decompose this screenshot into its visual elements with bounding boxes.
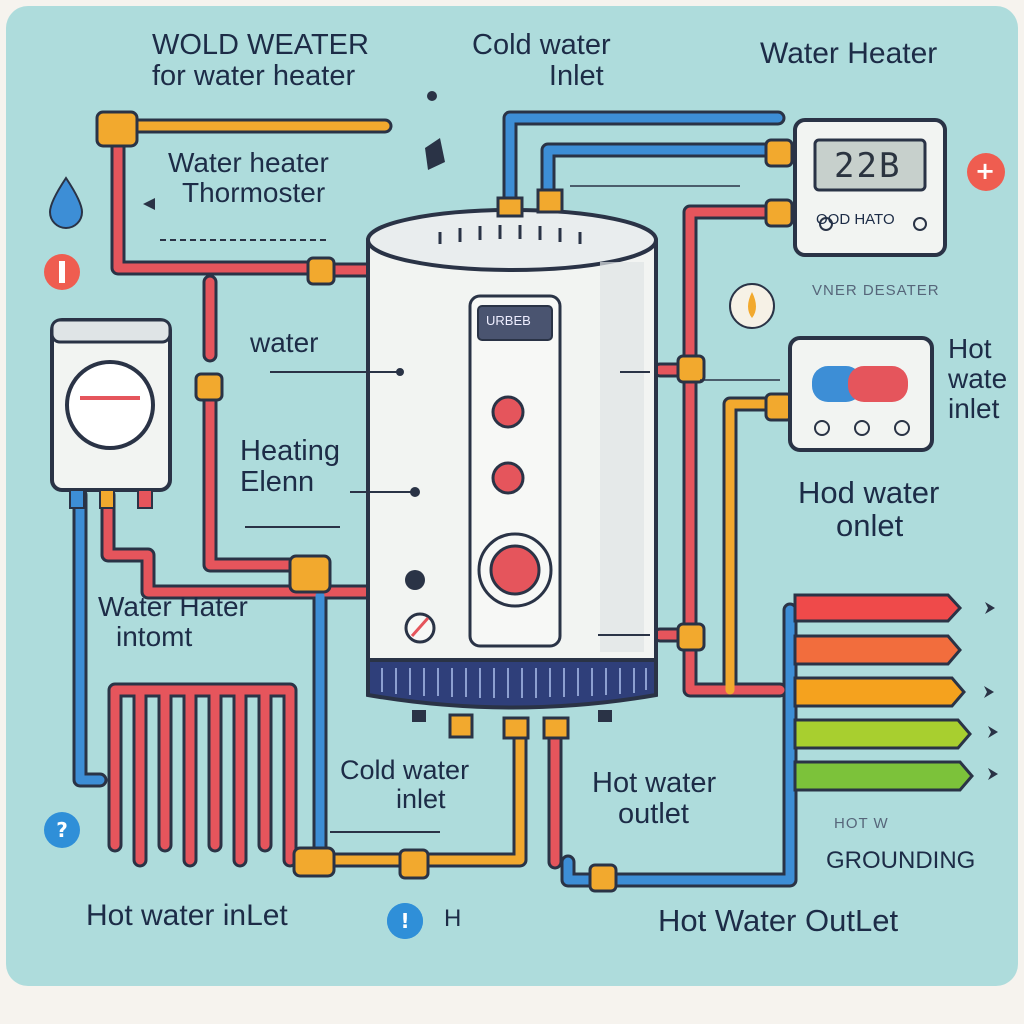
label-line: wate: [948, 363, 1008, 395]
plus-icon: [967, 153, 1005, 191]
label-thermostat: Water heater Thormoster: [168, 147, 329, 209]
label-line: inlet: [396, 784, 446, 815]
temperature-bar: [793, 676, 966, 708]
indicator-button[interactable]: [854, 420, 870, 436]
temperature-bar: [793, 634, 962, 666]
label-line: Water heater: [168, 147, 329, 178]
label-line: Cold water: [472, 29, 611, 61]
lid-vents: [438, 225, 582, 244]
arrow-icon: [985, 602, 995, 614]
label-water-heater-top: Water Heater: [760, 37, 938, 70]
label-line: Hod water: [798, 475, 940, 510]
flame-icon: [729, 283, 775, 329]
label-inner-dezater: VNER DESATER: [812, 282, 940, 299]
tank-base: [366, 658, 658, 710]
warning-badge: !: [387, 903, 423, 939]
label-top-left: WOLD WEATER for water heater: [152, 29, 369, 93]
label-water-heater-inlet: Water Hater intomt: [98, 591, 248, 653]
temperature-bars: [793, 593, 974, 792]
indicator-button[interactable]: [814, 420, 830, 436]
h-letter: H: [444, 905, 462, 932]
plus-badge: +: [974, 157, 996, 185]
arrow-icon: [984, 686, 994, 698]
label-hot-outlet-mid: Hot water outlet: [592, 767, 717, 831]
temperature-indicator: [788, 336, 934, 452]
label-heating-element: Heating Elenn: [240, 435, 340, 499]
label-water: water: [250, 327, 319, 358]
main-dial[interactable]: [489, 544, 541, 596]
label-line: Heating: [240, 435, 340, 467]
label-cold-inlet-bottom: Cold water inlet: [340, 755, 470, 815]
pipe-network: [72, 110, 798, 893]
label-line: WOLD WEATER: [152, 29, 369, 61]
fitting: [95, 110, 139, 148]
label-line: Thormoster: [182, 177, 326, 209]
temperature-bar: [793, 718, 972, 750]
label-hod-outlet: Hod water onlet: [798, 476, 939, 543]
leader-lines: [160, 185, 780, 833]
decor-marks: [143, 91, 445, 210]
water-drop-icon: [48, 176, 84, 229]
left-thermostat: [50, 318, 172, 509]
label-line: Hot water: [592, 767, 717, 799]
label-oob-hato: OOD HATO: [816, 211, 895, 228]
arrow-icon: [988, 726, 998, 738]
label-line: Water Hater: [98, 591, 248, 622]
label-line: Cold water: [340, 755, 470, 785]
water-heater-tank: [366, 188, 658, 740]
label-hot-inlet-bottom: Hot water inLet: [86, 899, 288, 932]
arrow-icons: [984, 602, 998, 780]
controller-screen: [813, 138, 927, 192]
temperature-bar: [793, 593, 963, 623]
thermostat-dial[interactable]: [65, 360, 155, 450]
arrow-icon: [988, 768, 998, 780]
info-badge: ?: [44, 812, 80, 848]
controller-readout: 22B: [834, 146, 902, 186]
tank-lid: [366, 208, 658, 272]
label-cold-inlet-top: Cold water Inlet: [472, 29, 611, 93]
indicator-button[interactable]: [894, 420, 910, 436]
temperature-bar: [793, 760, 974, 792]
label-line: intomt: [116, 621, 193, 653]
label-hot-inlet-right: Hot wate inlet: [948, 333, 1008, 425]
label-hot-small: HOT W: [834, 815, 889, 832]
label-line: Hot: [948, 333, 992, 364]
element-port: [405, 570, 425, 590]
panel-display: [477, 305, 553, 341]
label-hot-outlet-bottom: Hot Water OutLet: [658, 903, 899, 938]
label-line: for water heater: [152, 60, 356, 93]
label-line: outlet: [618, 798, 689, 831]
label-line: inlet: [948, 393, 1000, 425]
digital-controller: [793, 118, 947, 257]
mode-knob[interactable]: [491, 461, 525, 495]
label-line: Inlet: [548, 60, 604, 93]
label-line: onlet: [836, 508, 904, 544]
label-line: Elenn: [240, 466, 315, 499]
alert-icon: [44, 254, 80, 290]
label-grounding: GROUNDING: [826, 847, 976, 874]
temperature-knob[interactable]: [491, 395, 525, 429]
panel-label: URBEB: [486, 313, 531, 328]
